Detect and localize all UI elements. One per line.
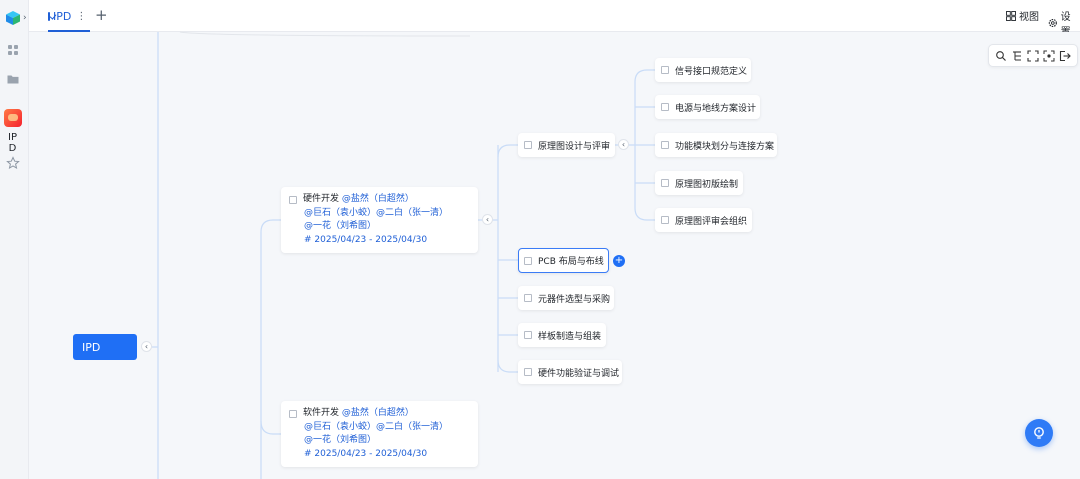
subtask-node-signal-interface[interactable]: 信号接口规范定义 <box>655 58 751 82</box>
app-label-line1: IP <box>8 132 17 143</box>
root-label: IPD <box>82 340 101 354</box>
top-bar: IPD ⋮ + 视图 设置 <box>29 0 1080 38</box>
subtask-node-pcb[interactable]: PCB 布局与布线 <box>518 248 609 273</box>
gear-icon <box>1048 18 1057 28</box>
view-grid-icon <box>1006 10 1016 21</box>
schematic-collapse-toggle[interactable]: ‹ <box>618 139 629 150</box>
subtask-node-verification[interactable]: 硬件功能验证与调试 <box>518 360 622 384</box>
subtask-checkbox[interactable] <box>524 294 532 302</box>
subtask-label: 功能模块划分与连接方案 <box>675 141 775 152</box>
subtask-label: 信号接口规范定义 <box>675 66 748 77</box>
rail-expand-icon[interactable]: › <box>23 13 27 23</box>
view-button[interactable]: 视图 <box>1006 8 1039 23</box>
subtask-checkbox[interactable] <box>524 141 532 149</box>
subtask-label: 电源与地线方案设计 <box>675 103 757 114</box>
tab-ipd[interactable]: IPD ⋮ <box>48 0 90 32</box>
fullscreen-icon[interactable] <box>1027 49 1039 62</box>
hardware-collapse-toggle[interactable]: ‹ <box>482 214 493 225</box>
root-node[interactable]: IPD <box>73 334 137 360</box>
subtask-label: 硬件功能验证与调试 <box>538 368 620 379</box>
hardware-members-line2[interactable]: @一花（刘希图） <box>304 221 377 231</box>
hardware-node[interactable]: 硬件开发 @盐然（白超然） @巨石（袁小蛟）@二白（张一清） @一花（刘希图） … <box>281 187 478 253</box>
subtask-checkbox[interactable] <box>661 179 669 187</box>
lightbulb-icon <box>1034 427 1044 439</box>
software-members-line2[interactable]: @一花（刘希图） <box>304 435 377 445</box>
apps-grid-icon[interactable] <box>6 43 20 57</box>
subtask-label: 原理图评审会组织 <box>675 216 748 227</box>
subtask-node-prototype[interactable]: 样板制造与组装 <box>518 323 606 347</box>
subtask-label: 原理图设计与评审 <box>538 141 611 152</box>
hardware-owner[interactable]: @盐然（白超然） <box>341 194 414 204</box>
subtask-checkbox[interactable] <box>524 368 532 376</box>
software-node[interactable]: 软件开发 @盐然（白超然） @巨石（袁小蛟）@二白（张一清） @一花（刘希图） … <box>281 401 478 467</box>
subtask-label: 样板制造与组装 <box>538 331 602 342</box>
subtask-node-module-partition[interactable]: 功能模块划分与连接方案 <box>655 133 777 157</box>
subtask-checkbox[interactable] <box>524 331 532 339</box>
subtask-label: 元器件选型与采购 <box>538 294 611 305</box>
hardware-members-line1[interactable]: @巨石（袁小蛟）@二白（张一清） <box>304 207 449 218</box>
software-title: 软件开发 <box>303 408 340 418</box>
root-collapse-toggle[interactable]: ‹ <box>141 341 152 352</box>
subtask-node-components[interactable]: 元器件选型与采购 <box>518 286 614 310</box>
subtask-checkbox[interactable] <box>524 256 532 265</box>
software-checkbox[interactable] <box>289 409 297 418</box>
subtask-node-power-ground[interactable]: 电源与地线方案设计 <box>655 95 760 119</box>
assistant-fab-button[interactable] <box>1025 419 1053 447</box>
outline-tree-icon[interactable] <box>1011 50 1023 62</box>
software-owner[interactable]: @盐然（白超然） <box>341 408 414 418</box>
subtask-label: 原理图初版绘制 <box>675 179 739 190</box>
search-icon[interactable] <box>995 50 1007 62</box>
hardware-title: 硬件开发 <box>303 194 340 204</box>
subtask-checkbox[interactable] <box>661 141 669 149</box>
hardware-checkbox[interactable] <box>289 195 297 204</box>
tab-label: IPD <box>53 9 72 23</box>
subtask-checkbox[interactable] <box>661 66 669 74</box>
subtask-node-first-draft[interactable]: 原理图初版绘制 <box>655 171 743 195</box>
fit-center-icon[interactable] <box>1043 50 1055 62</box>
ipd-app-icon[interactable] <box>4 109 22 127</box>
tab-more-icon[interactable]: ⋮ <box>76 10 87 22</box>
add-tab-button[interactable]: + <box>95 6 108 24</box>
software-members-line1[interactable]: @巨石（袁小蛟）@二白（张一清） <box>304 421 449 432</box>
hardware-date[interactable]: # 2025/04/23 - 2025/04/30 <box>304 234 428 245</box>
left-rail: › IP D <box>0 0 29 479</box>
app-logo-icon[interactable] <box>5 10 21 26</box>
software-date[interactable]: # 2025/04/23 - 2025/04/30 <box>304 448 428 459</box>
app-label-line2: D <box>8 143 17 154</box>
subtask-label: PCB 布局与布线 <box>538 257 604 267</box>
star-icon[interactable] <box>6 156 20 170</box>
view-label: 视图 <box>1019 12 1039 23</box>
subtask-checkbox[interactable] <box>661 103 669 111</box>
checklist-icon <box>48 11 50 21</box>
subtask-checkbox[interactable] <box>661 216 669 224</box>
folder-icon[interactable] <box>6 72 20 86</box>
canvas-toolbox <box>988 44 1078 67</box>
add-child-button[interactable]: + <box>613 255 625 267</box>
exit-icon[interactable] <box>1059 50 1071 62</box>
subtask-node-review-meeting[interactable]: 原理图评审会组织 <box>655 208 752 232</box>
subtask-node-schematic[interactable]: 原理图设计与评审 <box>518 133 615 157</box>
